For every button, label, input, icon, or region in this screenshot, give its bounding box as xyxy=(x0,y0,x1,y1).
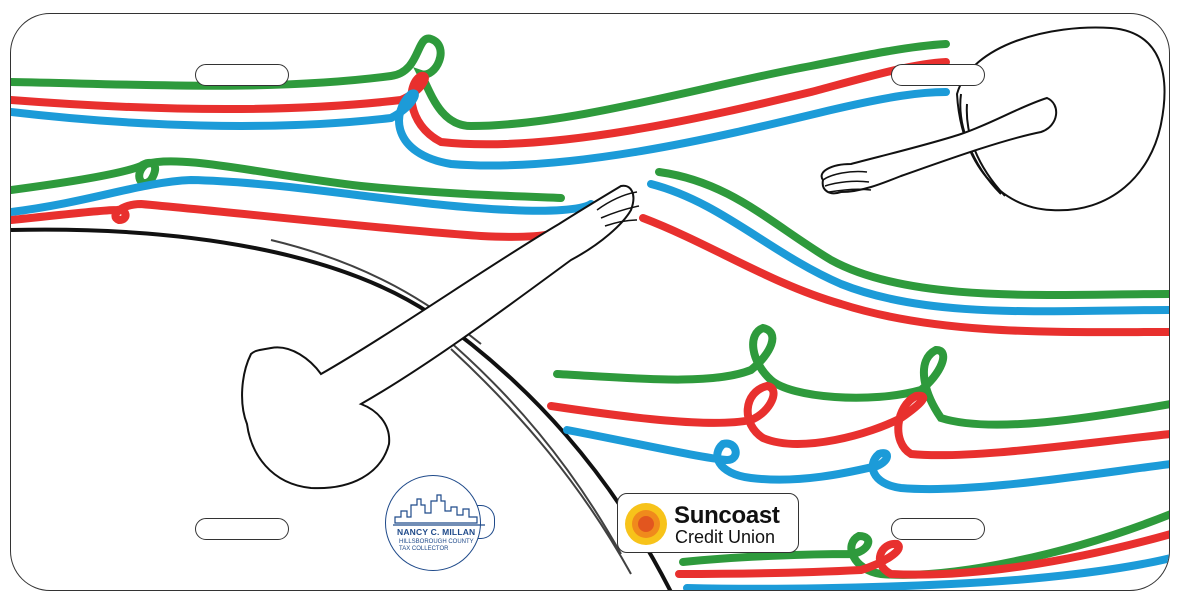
sponsor-badge: Suncoast Credit Union xyxy=(617,493,799,553)
swoosh-red-right xyxy=(639,214,1169,337)
city-skyline-icon xyxy=(393,494,485,526)
swoosh-blue-top xyxy=(11,88,950,170)
swoosh-blue-right xyxy=(647,180,1169,316)
mounting-hole-top-left xyxy=(195,64,289,86)
arm-left xyxy=(241,184,635,490)
seal-name: NANCY C. MILLAN xyxy=(397,527,476,537)
moon-outline xyxy=(955,26,1166,212)
swoosh-blue-mid xyxy=(11,175,595,216)
mounting-hole-bottom-right xyxy=(891,518,985,540)
swoosh-red-bottom xyxy=(675,530,1169,579)
swoosh-green-right xyxy=(655,168,1169,299)
plate-artwork xyxy=(11,26,1169,590)
swoosh-red-mid xyxy=(11,199,555,241)
sponsor-subtitle: Credit Union xyxy=(675,527,776,547)
fingers-right xyxy=(822,170,872,193)
swoosh-blue-bottom xyxy=(683,554,1169,590)
fingers-left xyxy=(596,191,640,227)
swoosh-green-mid xyxy=(11,157,565,202)
sponsor-name: Suncoast xyxy=(674,502,780,529)
tax-collector-seal: NANCY C. MILLAN HILLSBOROUGH COUNTY TAX … xyxy=(385,475,495,571)
swoosh-green-bottom xyxy=(679,510,1169,579)
swoosh-green-low xyxy=(553,323,1169,429)
sun-logo-icon xyxy=(625,503,667,545)
seal-county: HILLSBOROUGH COUNTY xyxy=(399,539,474,545)
arm-right xyxy=(820,96,1057,195)
seal-title: TAX COLLECTOR xyxy=(399,546,449,552)
mounting-hole-bottom-left xyxy=(195,518,289,540)
license-plate: NANCY C. MILLAN HILLSBOROUGH COUNTY TAX … xyxy=(10,13,1170,591)
swoosh-blue-low xyxy=(563,426,1169,494)
mounting-hole-top-right xyxy=(891,64,985,86)
swoosh-red-top xyxy=(11,58,950,149)
swoosh-red-low xyxy=(547,381,1169,460)
